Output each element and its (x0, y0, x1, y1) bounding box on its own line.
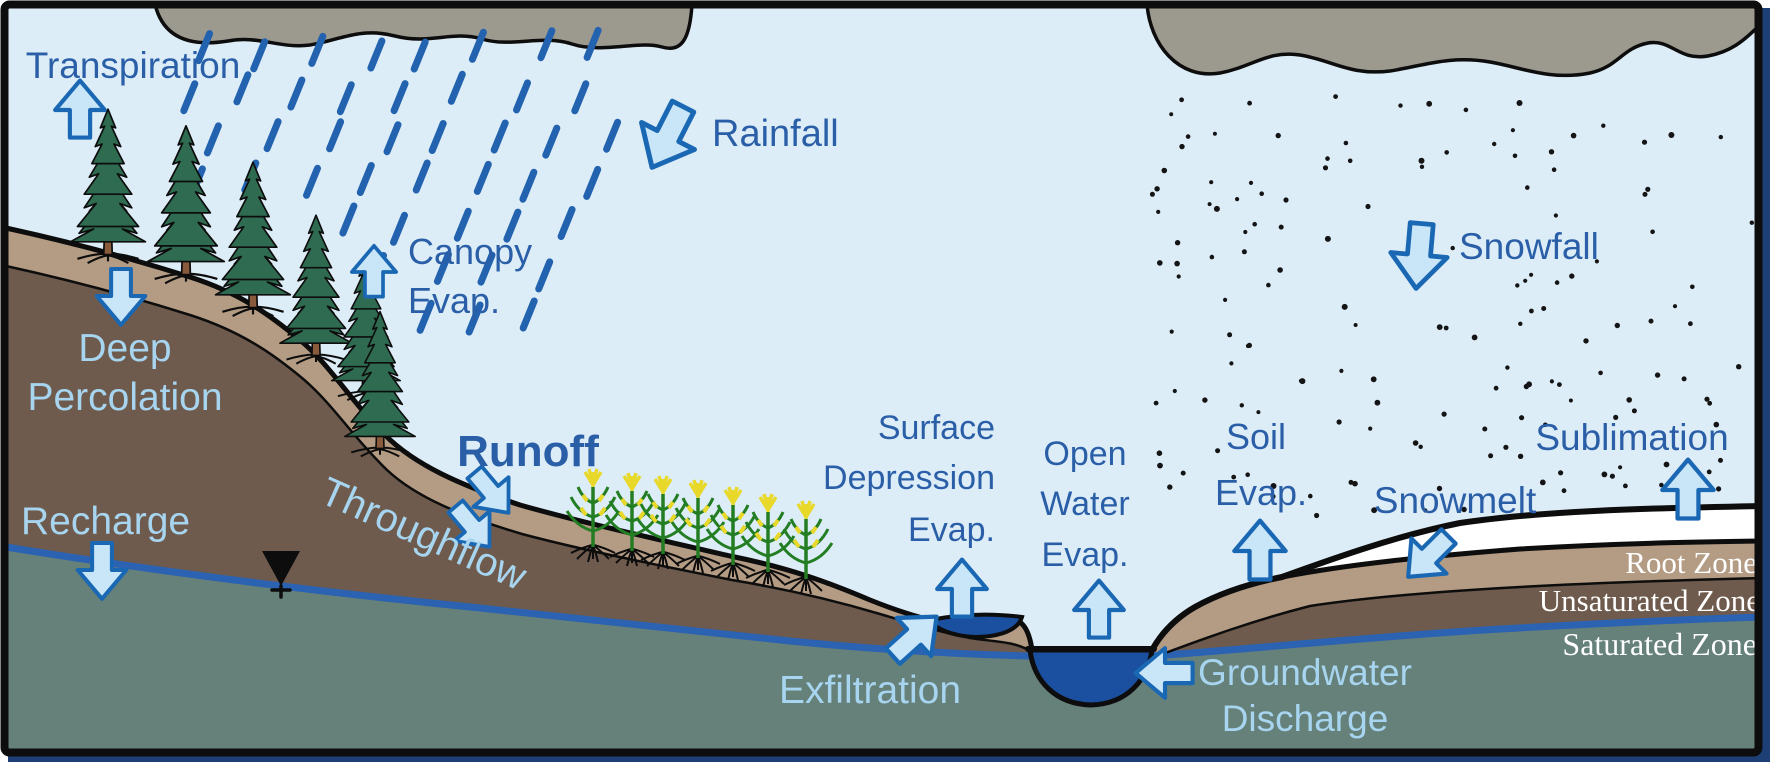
frame-shadow-bottom (8, 753, 1763, 762)
label-deep-percolation-line1: Deep (78, 327, 171, 370)
label-canopy-evap-line2: Evap. (408, 280, 500, 321)
label-soil-evap-line2: Evap. (1215, 472, 1307, 513)
frame-shadow-right (1759, 8, 1770, 762)
label-surface-depression-evap-line3: Evap. (908, 511, 995, 549)
rain-dashes (180, 26, 622, 336)
root-zone-bottom-line-right (1150, 576, 1758, 660)
label-root-zone: Root Zone (1625, 545, 1757, 580)
label-unsaturated-zone: Unsaturated Zone (1539, 583, 1760, 618)
label-soil-evap-line1: Soil (1226, 416, 1286, 457)
water-table-line (5, 543, 1758, 660)
label-rainfall: Rainfall (712, 113, 839, 155)
snow-dots (1149, 94, 1758, 519)
label-groundwater-discharge-line1: Groundwater (1198, 652, 1412, 693)
label-open-water-evap-line2: Water (1040, 485, 1129, 523)
left-cloud (153, 5, 694, 50)
water-table-marker (262, 551, 300, 599)
label-open-water-evap-line1: Open (1043, 435, 1126, 473)
label-open-water-evap-line3: Evap. (1042, 536, 1129, 574)
right-cloud (1145, 5, 1758, 78)
label-transpiration: Transpiration (26, 45, 241, 86)
snow-bottom-line-right (1279, 538, 1758, 580)
saturated-zone-fill (6, 547, 1758, 750)
label-surface-depression-evap-line2: Depression (823, 459, 995, 497)
label-canopy-evap-line1: Canopy (408, 231, 532, 272)
label-groundwater-discharge-line2: Discharge (1222, 698, 1389, 739)
label-deep-percolation-line2: Percolation (27, 376, 222, 419)
label-sublimation: Sublimation (1535, 417, 1728, 458)
label-surface-depression-evap-line1: Surface (878, 409, 995, 447)
label-exfiltration: Exfiltration (779, 669, 961, 712)
snow-surface-line-right (1149, 503, 1758, 653)
label-runoff: Runoff (457, 427, 599, 476)
label-recharge: Recharge (21, 500, 190, 543)
label-saturated-zone: Saturated Zone (1562, 626, 1757, 662)
label-snowmelt: Snowmelt (1374, 480, 1537, 521)
label-snowfall: Snowfall (1459, 226, 1599, 267)
